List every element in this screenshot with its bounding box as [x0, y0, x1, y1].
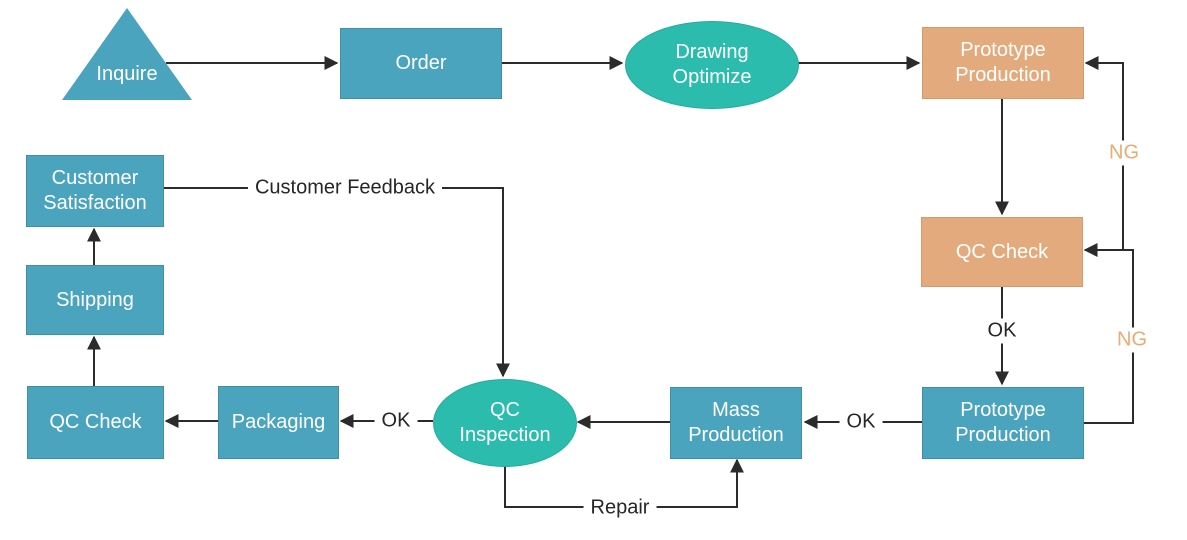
node-prototype-production-1-label: Prototype Production: [955, 39, 1051, 86]
node-qc-inspection: QC Inspection: [433, 379, 577, 467]
node-order-label: Order: [395, 52, 447, 74]
node-drawing-optimize-label: Drawing Optimize: [672, 41, 752, 88]
edge-label-ok-mass-production: OK: [839, 409, 883, 435]
edge-ng-qc-check-to-prototype: [1084, 56, 1124, 250]
node-mass-production: Mass Production: [670, 387, 802, 459]
node-qc-check-2: QC Check: [27, 386, 164, 459]
edge-label-ng-upper: NG: [1104, 140, 1144, 166]
node-qc-check-1-label: QC Check: [955, 240, 1049, 263]
edge-label-ng-lower: NG: [1112, 327, 1152, 353]
edge-customer-feedback: [162, 187, 510, 378]
node-prototype-production-2: Prototype Production: [922, 387, 1084, 459]
node-customer-satisfaction-label: Customer Satisfaction: [43, 167, 147, 214]
node-qc-check-2-label: QC Check: [49, 411, 142, 433]
node-order: Order: [340, 28, 502, 99]
node-qc-check-1: QC Check: [921, 217, 1083, 287]
node-shipping: Shipping: [26, 265, 164, 335]
node-packaging-label: Packaging: [231, 411, 326, 433]
node-packaging: Packaging: [218, 386, 339, 459]
node-prototype-production-1: Prototype Production: [922, 27, 1084, 99]
edge-label-customer-feedback: Customer Feedback: [247, 175, 443, 201]
node-prototype-production-2-label: Prototype Production: [955, 399, 1051, 446]
edge-label-repair: Repair: [583, 495, 657, 521]
edge-label-ok-prototype: OK: [980, 318, 1024, 344]
node-mass-production-label: Mass Production: [688, 399, 784, 446]
node-drawing-optimize: Drawing Optimize: [625, 21, 799, 109]
node-qc-inspection-label: QC Inspection: [459, 399, 551, 446]
node-shipping-label: Shipping: [56, 288, 134, 311]
node-customer-satisfaction: Customer Satisfaction: [26, 155, 164, 227]
node-inquire-label: Inquire: [96, 63, 158, 85]
edge-label-ok-packaging: OK: [374, 408, 418, 434]
